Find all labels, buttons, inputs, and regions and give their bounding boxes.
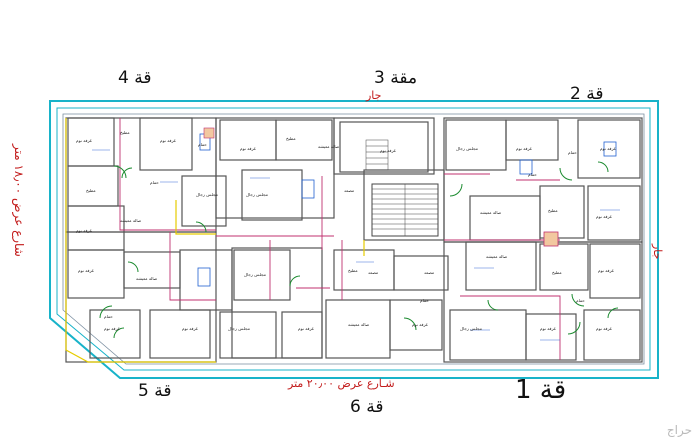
room-label-bedroom: غرفة نوم: [380, 148, 397, 153]
room-label-bath: حمام: [420, 298, 429, 303]
room-label-bedroom: غرفة نوم: [78, 268, 95, 273]
room-label-bath: حمام: [528, 172, 537, 177]
apartment-label-5: قة 5: [138, 381, 172, 401]
room-label-bedroom: غرفة نوم: [76, 228, 93, 233]
room-label-majlis: مجلس رجال: [244, 272, 266, 277]
room-label-majlis: مجلس رجال: [228, 326, 250, 331]
site-boundary: [49, 100, 659, 379]
street-label-left: شارع عرض ١٨٫٠٠ متر: [12, 144, 26, 257]
room-label-bedroom: غرفة نوم: [596, 214, 613, 219]
room-label-living: صالة معيشة: [120, 218, 142, 223]
room-label-living: صالة معيشة: [486, 254, 508, 259]
room-label-living: صالة معيشة: [318, 144, 340, 149]
room-label-bedroom: غرفة نوم: [76, 138, 93, 143]
room-label-bedroom: غرفة نوم: [540, 326, 557, 331]
room-label-bedroom: غرفة نوم: [516, 146, 533, 151]
room-label-bedroom: غرفة نوم: [598, 268, 615, 273]
watermark: حراج: [666, 423, 692, 437]
room-label-living: صالة معيشة: [136, 276, 158, 281]
room-label-kitchen: مطبخ: [86, 188, 96, 193]
apartment-label-2: قة 2: [570, 84, 604, 104]
apartment-label-3: مقة 3: [374, 68, 418, 88]
dimension-marks: [92, 149, 620, 341]
room-label-kitchen: مطبخ: [552, 270, 562, 275]
room-label-kitchen: مطبخ: [348, 268, 358, 273]
room-label-kitchen: مطبخ: [548, 208, 558, 213]
unit-outline-yellow: [65, 118, 365, 363]
room-label-kitchen: مطبخ: [286, 136, 296, 141]
apartment-label-6: قة 6: [350, 397, 384, 417]
apartment-label-1: قة 1: [515, 375, 567, 405]
room-label-majlis: مجلس رجال: [460, 326, 482, 331]
room-label-bedroom: غرفة نوم: [298, 326, 315, 331]
room-label-bath: حمام: [198, 142, 207, 147]
room-label-bedroom: غرفة نوم: [596, 326, 613, 331]
room-label-majlis: مجلس رجال: [246, 192, 268, 197]
room-labels: صالة معيشة صالة معيشة صالة معيشة صالة مع…: [76, 130, 617, 331]
room-label-elevator: مصعد: [368, 270, 378, 275]
stairs: [365, 139, 439, 237]
room-label-bedroom: غرفة نوم: [182, 326, 199, 331]
neighbor-label-right: جار: [651, 244, 664, 260]
room-label-elevator: مصعد: [344, 188, 354, 193]
room-label-bath: حمام: [104, 314, 113, 319]
fixtures: [197, 127, 617, 287]
door-swings: [99, 161, 619, 339]
room-label-kitchen: مطبخ: [120, 130, 130, 135]
room-label-bath: حمام: [576, 298, 585, 303]
room-label-elevator: مصعد: [424, 270, 434, 275]
room-label-majlis: مجلس رجال: [456, 146, 478, 151]
room-label-bath: حمام: [150, 180, 159, 185]
room-label-bedroom: غرفة نوم: [412, 322, 429, 327]
room-label-bedroom: غرفة نوم: [104, 326, 121, 331]
room-label-bath: حمام: [568, 150, 577, 155]
room-label-living: صالة معيشة: [480, 210, 502, 215]
room-label-bedroom: غرفة نوم: [160, 138, 177, 143]
apartment-label-4: قة 4: [118, 68, 152, 88]
room-label-living: صالة معيشة: [348, 322, 370, 327]
room-label-bedroom: غرفة نوم: [600, 146, 617, 151]
street-label-bottom: شـارع عرض ٢٠٫٠٠ متر: [288, 377, 395, 390]
partitions: [119, 118, 561, 360]
room-label-bedroom: غرفة نوم: [240, 146, 257, 151]
room-label-majlis: مجلس رجال: [196, 192, 218, 197]
apartment-walls: [65, 117, 643, 363]
neighbor-label-top: جار: [366, 89, 382, 102]
